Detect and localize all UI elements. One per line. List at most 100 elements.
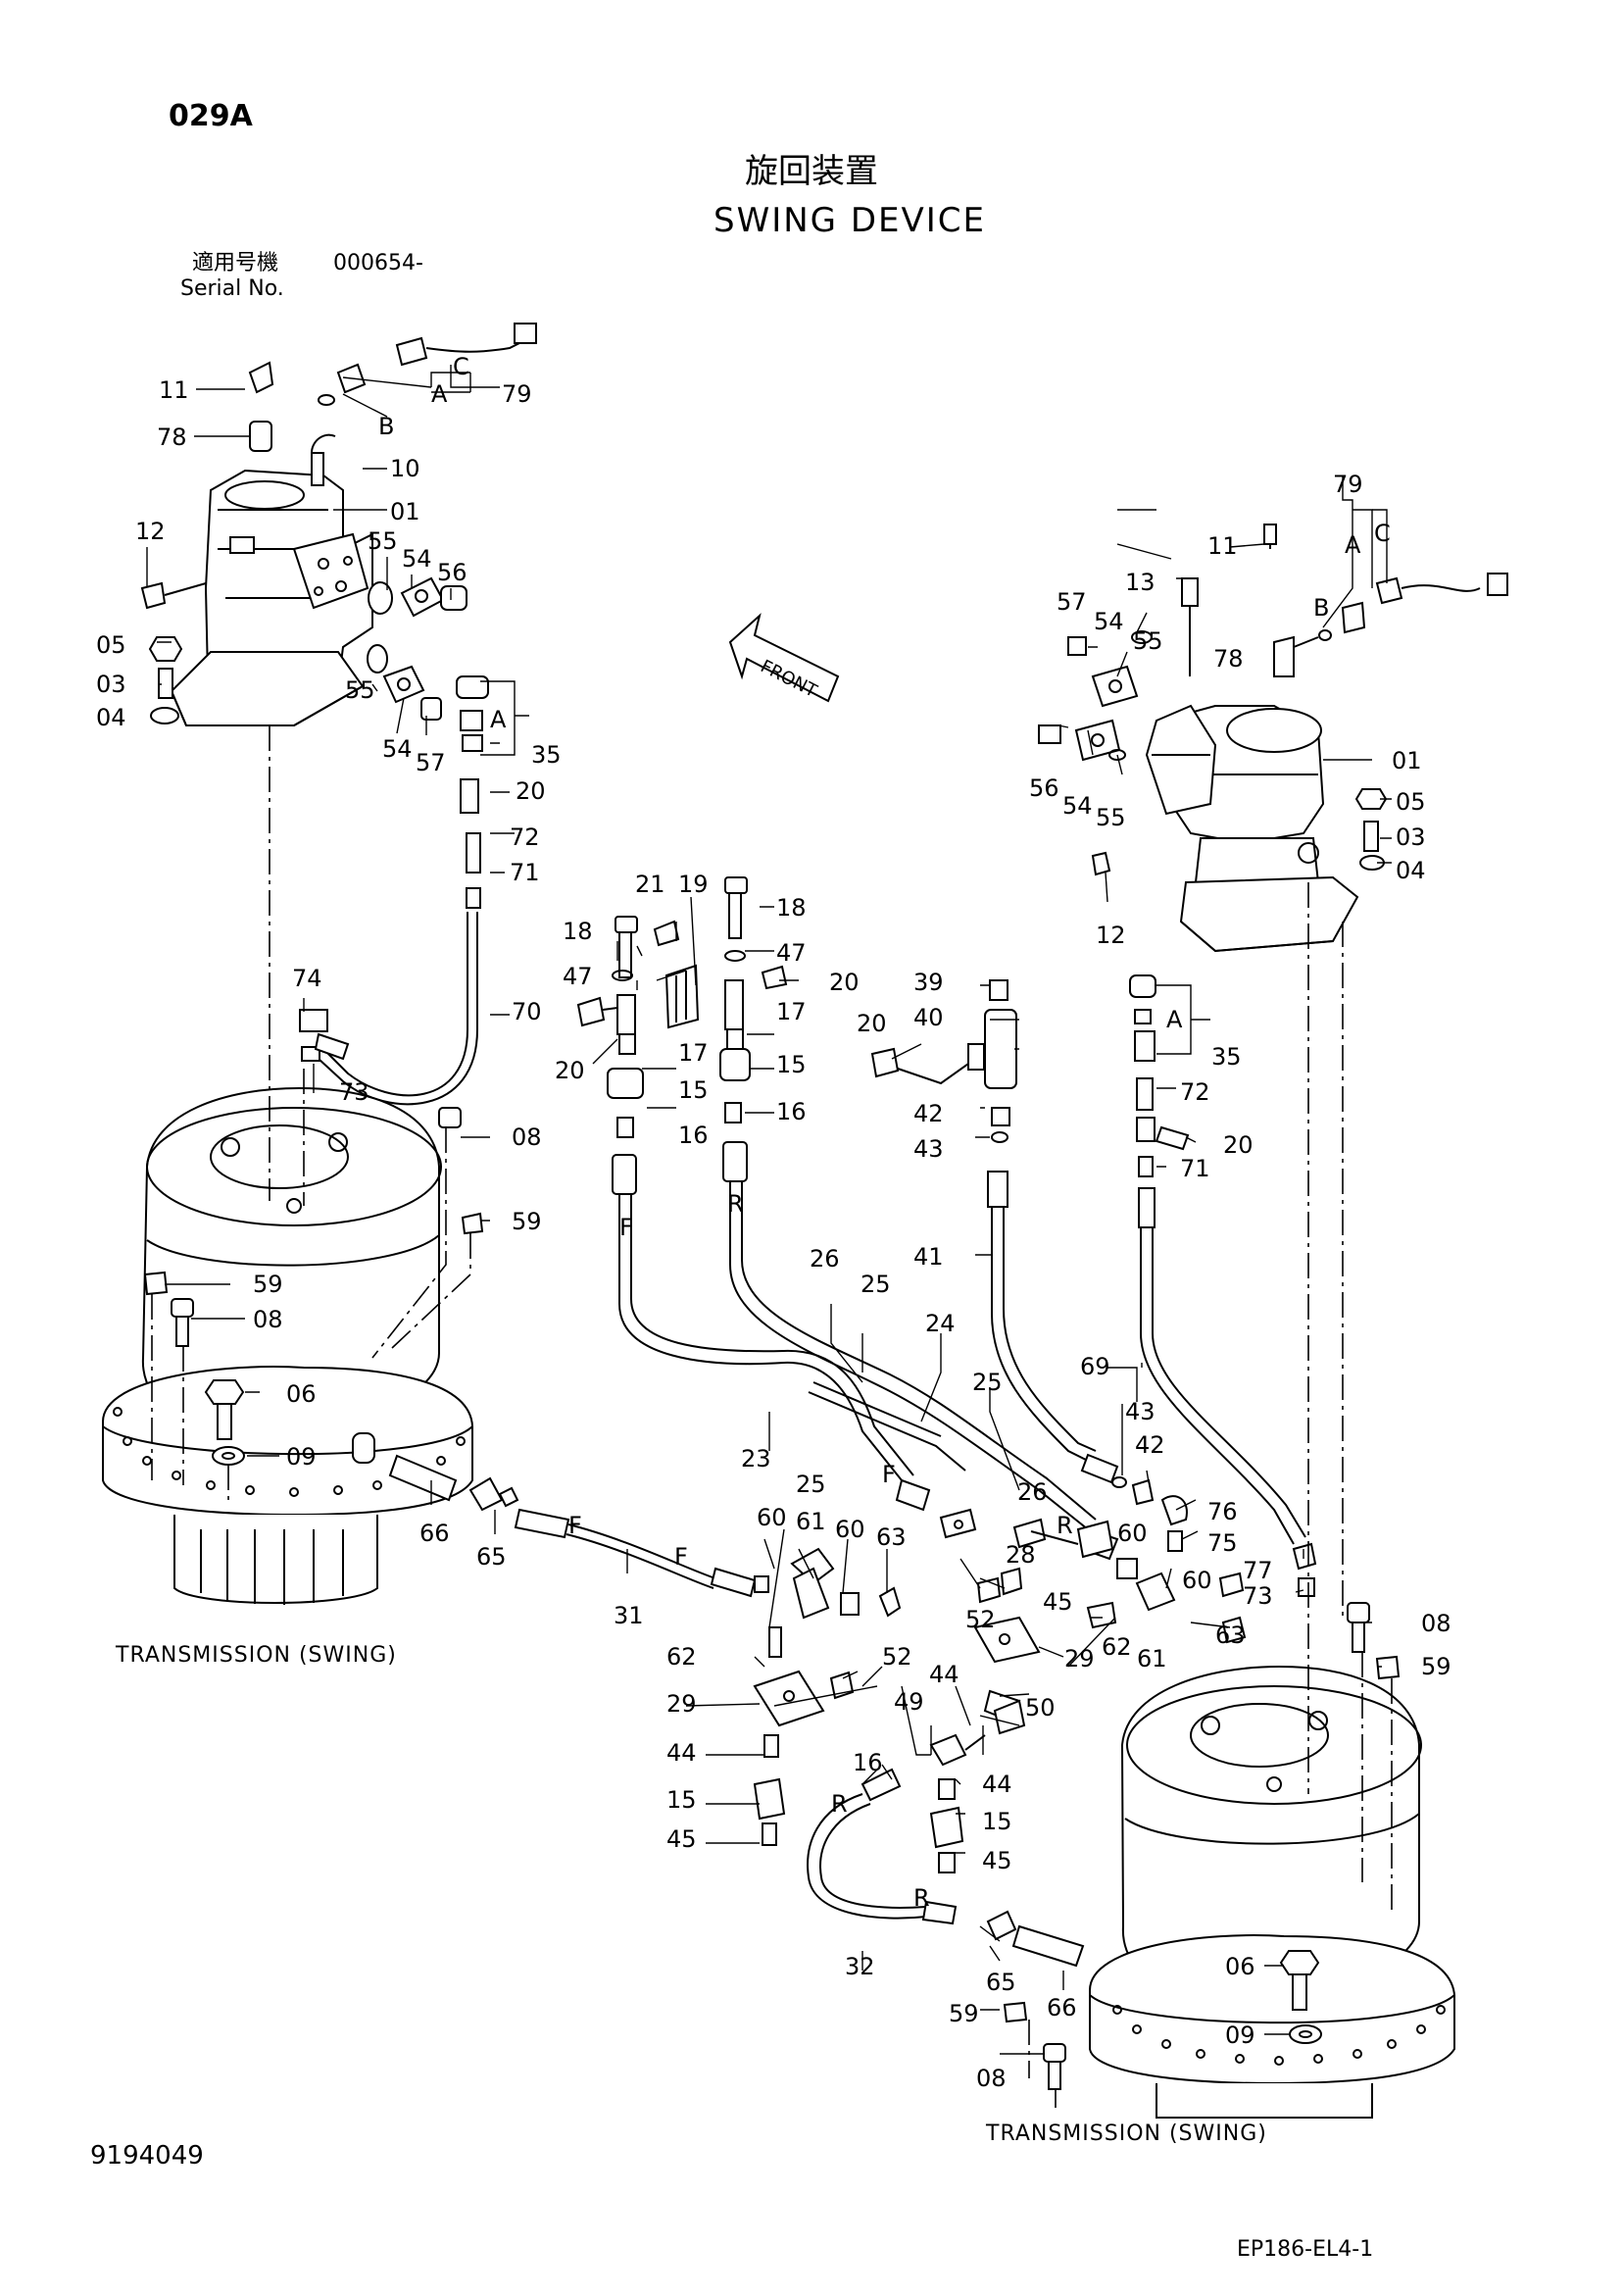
center-valve-block (576, 876, 788, 1195)
callout-44-c: 44 (982, 1771, 1012, 1798)
callout-03: 03 (96, 671, 126, 698)
callout-06-right: 06 (1225, 1953, 1255, 1980)
center-lower-block (753, 1508, 1317, 1846)
callout-20-right: 20 (1223, 1131, 1254, 1159)
callout-15-lower: 15 (666, 1786, 697, 1814)
callout-61: 61 (796, 1508, 826, 1535)
left-swing-motor (170, 469, 373, 726)
callout-40: 40 (913, 1004, 944, 1031)
callout-10: 10 (390, 455, 420, 482)
callout-55-right: 55 (1133, 627, 1163, 655)
callout-04: 04 (96, 704, 126, 731)
callout-25-right: 25 (972, 1369, 1003, 1396)
transmission-label-left: TRANSMISSION (SWING) (116, 1643, 397, 1668)
right-swing-motor (1145, 704, 1359, 953)
callout-01-right: 01 (1392, 747, 1422, 774)
callout-56: 56 (437, 559, 467, 586)
page-code: 029A (169, 99, 253, 133)
callout-63: 63 (876, 1523, 907, 1551)
leader-lines (146, 365, 1392, 2055)
callout-05: 05 (96, 631, 126, 659)
callout-letter-b: B (378, 413, 394, 440)
callout-42-right: 42 (1135, 1431, 1165, 1459)
callout-65-right: 65 (986, 1969, 1016, 1996)
callout-labels: 11 78 79 10 01 12 55 54 56 05 03 04 55 5… (96, 353, 1451, 2092)
callout-44-b: 44 (929, 1661, 959, 1688)
callout-29-right: 29 (1064, 1645, 1095, 1672)
center-lower-right-block (929, 1567, 1247, 1873)
callout-60-far: 60 (1182, 1567, 1212, 1594)
callout-08-right-lower: 08 (976, 2065, 1007, 2092)
callout-41: 41 (913, 1243, 944, 1271)
callout-69: 69 (1080, 1353, 1110, 1380)
serial-value: 000654- (333, 251, 423, 275)
callout-01: 01 (390, 498, 420, 525)
callout-55: 55 (368, 527, 398, 555)
callout-04-right: 04 (1396, 857, 1426, 884)
callout-17: 17 (678, 1039, 709, 1067)
callout-letter-c: C (453, 353, 469, 380)
callout-74: 74 (292, 965, 322, 992)
callout-letter-r-center: R (1057, 1512, 1073, 1539)
reference-code: EP186-EL4-1 (1237, 2237, 1374, 2262)
callout-24: 24 (925, 1310, 956, 1337)
callout-08: 08 (512, 1123, 542, 1151)
callout-31: 31 (614, 1602, 644, 1629)
callout-03-right: 03 (1396, 824, 1426, 851)
callout-49: 49 (894, 1688, 924, 1716)
right-transmission-bolts (1003, 1602, 1401, 2090)
fitting-74 (299, 1009, 328, 1032)
callout-43-right: 43 (1125, 1398, 1156, 1425)
callout-60-right: 60 (1117, 1520, 1148, 1547)
callout-59-lower: 59 (253, 1271, 283, 1298)
callout-71-right: 71 (1180, 1155, 1210, 1182)
callout-19: 19 (678, 871, 709, 898)
callout-21: 21 (635, 871, 665, 898)
callout-39: 39 (913, 969, 944, 996)
callout-letter-r-lower-2: R (913, 1884, 930, 1912)
left-motor-fittings (140, 323, 537, 909)
callout-06: 06 (286, 1380, 317, 1408)
callout-78-right: 78 (1213, 645, 1244, 673)
callout-letter-c-right: C (1374, 520, 1391, 547)
left-output-piping (388, 1454, 769, 1598)
callout-08-right: 08 (1421, 1610, 1451, 1637)
callout-75: 75 (1207, 1529, 1238, 1557)
callout-45-c: 45 (982, 1847, 1012, 1874)
callout-78: 78 (157, 424, 187, 451)
callout-15-c: 15 (982, 1808, 1012, 1835)
callout-18: 18 (563, 918, 593, 945)
callout-09-right: 09 (1225, 2021, 1255, 2049)
callout-09: 09 (286, 1443, 317, 1471)
callout-47: 47 (563, 963, 593, 990)
callout-23: 23 (741, 1445, 771, 1472)
callout-letter-f: F (619, 1214, 633, 1241)
callout-62-right: 62 (1102, 1633, 1132, 1661)
hose-70 (322, 912, 468, 1097)
callout-56-right: 56 (1029, 774, 1059, 802)
callout-20-center: 20 (829, 969, 860, 996)
callout-11-right: 11 (1207, 532, 1238, 560)
callout-letter-a-right: A (1345, 531, 1361, 559)
callout-55-lower: 55 (345, 676, 375, 704)
callout-letter-r: R (727, 1190, 744, 1218)
callout-61-right: 61 (1137, 1645, 1167, 1672)
callout-54-right: 54 (1094, 608, 1124, 635)
callout-59: 59 (512, 1208, 542, 1235)
callout-letter-f-2: F (674, 1543, 688, 1571)
transmission-label-right: TRANSMISSION (SWING) (986, 2121, 1267, 2146)
serial-label-japanese: 適用号機 (192, 251, 279, 275)
left-transmission-bolts (143, 1107, 484, 1466)
callout-57-right: 57 (1057, 588, 1087, 616)
callout-letter-a-left: A (490, 706, 507, 733)
callout-77: 77 (1243, 1557, 1273, 1584)
callout-76: 76 (1207, 1498, 1238, 1525)
callout-59-right-lower: 59 (949, 2000, 979, 2027)
callout-29: 29 (666, 1690, 697, 1718)
callout-60-b: 60 (835, 1516, 865, 1543)
callout-50: 50 (1025, 1694, 1056, 1722)
callout-66-right: 66 (1047, 1994, 1077, 2021)
callout-16: 16 (678, 1122, 709, 1149)
callout-70: 70 (512, 998, 542, 1025)
